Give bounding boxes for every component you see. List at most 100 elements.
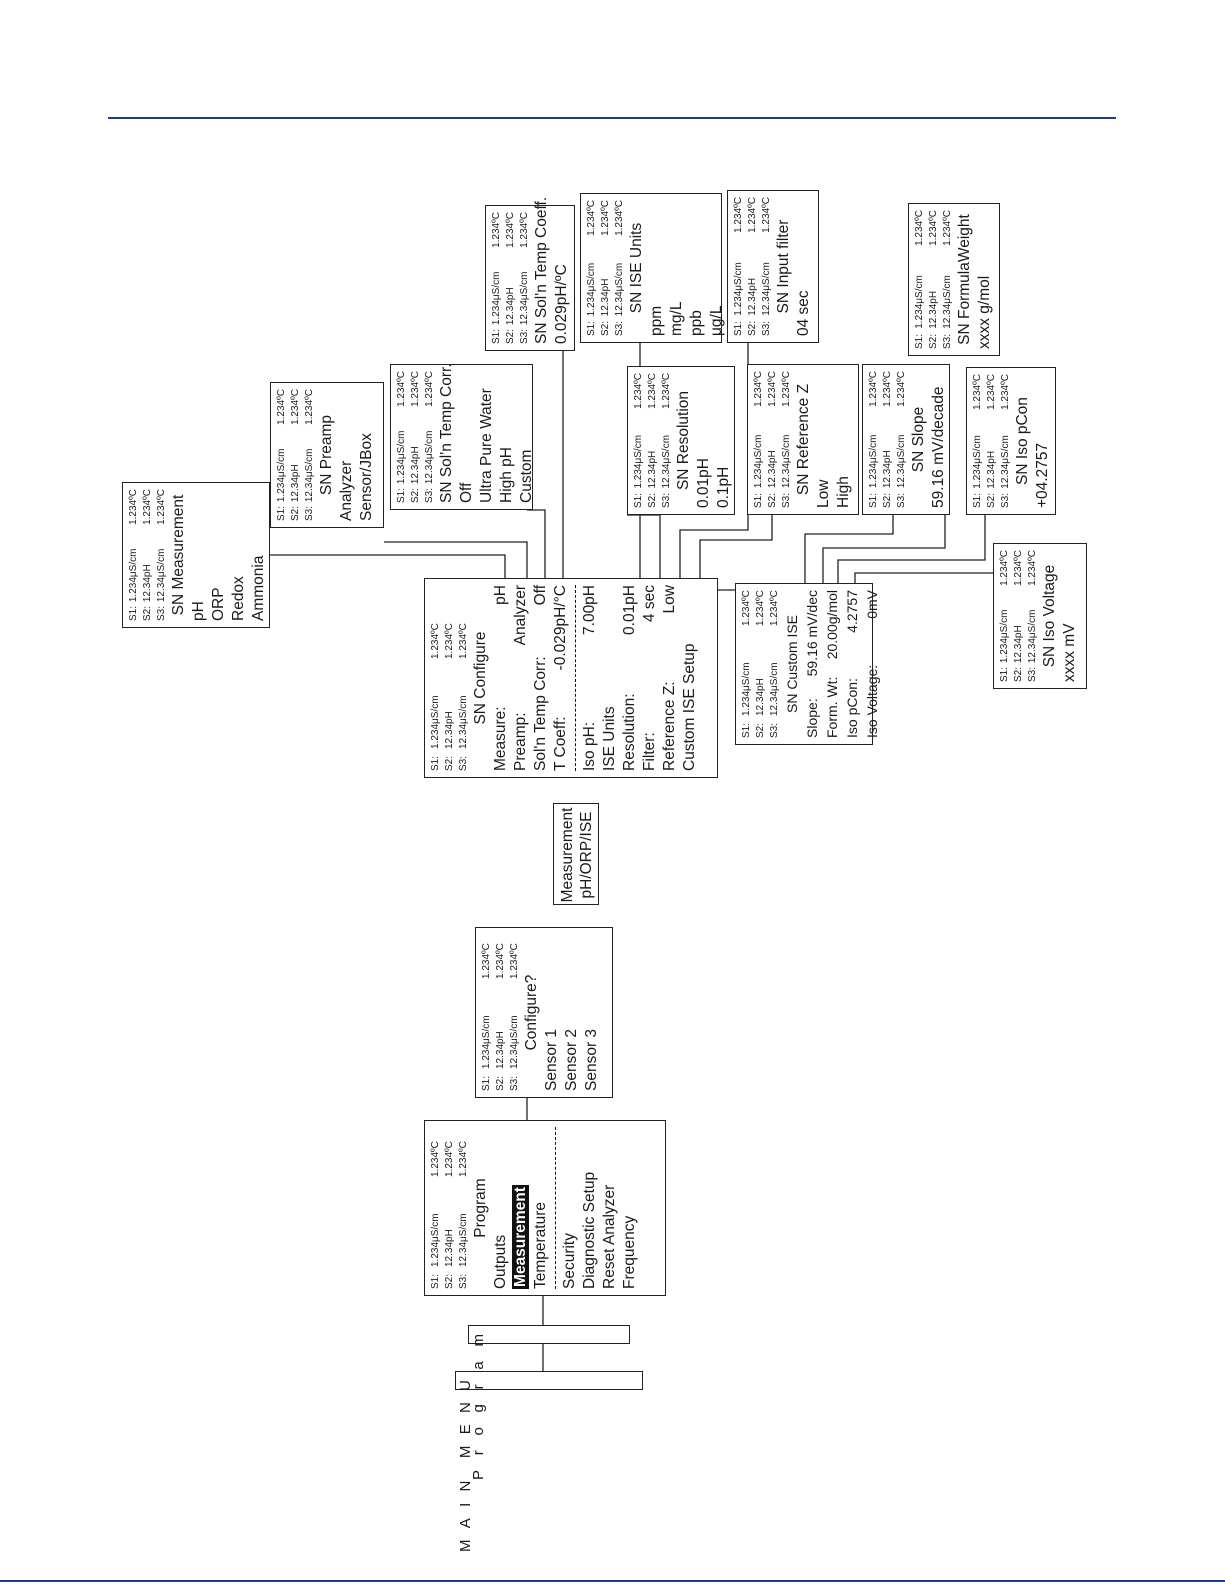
- divider: [555, 1127, 556, 1289]
- screen-title: SN Iso pCon: [1014, 397, 1031, 485]
- menu-item-reset-analyzer[interactable]: Reset Analyzer: [601, 1184, 618, 1289]
- menu-item-temperature[interactable]: Temperature: [532, 1201, 549, 1289]
- value-iso-pcon[interactable]: +04.2757: [1034, 442, 1051, 508]
- value-formula-weight[interactable]: xxxx g/mol: [976, 275, 993, 349]
- option-ph[interactable]: pH: [190, 601, 207, 621]
- screen-title: SN Configure: [472, 631, 489, 725]
- setting-ise-units[interactable]: ISE Units: [601, 706, 618, 771]
- option-redox[interactable]: Redox: [230, 576, 247, 621]
- setting-soln-temp-corr[interactable]: Sol'n Temp Corr:Off: [532, 585, 549, 771]
- menu-item-diagnostic-setup[interactable]: Diagnostic Setup: [581, 1171, 598, 1289]
- option-0-01ph[interactable]: 0.01pH: [695, 458, 712, 508]
- screen-title: Configure?: [523, 974, 540, 1051]
- menu-item-sensor-2[interactable]: Sensor 2: [563, 1028, 580, 1091]
- option-custom[interactable]: Custom: [518, 449, 535, 503]
- screen-title: SN FormulaWeight: [956, 214, 973, 345]
- menu-item-sensor-1[interactable]: Sensor 1: [543, 1028, 560, 1091]
- program-letter: P: [470, 1469, 487, 1480]
- program-tab-label[interactable]: P r o g r a m: [468, 1325, 630, 1480]
- setting-t-coeff[interactable]: T Coeff:-0.029pH/°C: [552, 585, 569, 771]
- value-input-filter[interactable]: 04 sec: [795, 290, 812, 336]
- screen-title: Program: [472, 1178, 489, 1238]
- menu-item-sensor-3[interactable]: Sensor 3: [583, 1028, 600, 1091]
- option-low[interactable]: Low: [815, 479, 832, 508]
- measurement-ph-orp-ise-label[interactable]: Measurement pH/ORP/ISE: [553, 803, 599, 905]
- option-ppb[interactable]: ppb: [688, 310, 705, 336]
- screen-title: SN Input filter: [775, 219, 792, 314]
- setting-filter[interactable]: Filter:4 sec: [641, 585, 658, 771]
- screen-title: SN ISE Units: [628, 222, 645, 314]
- screen-title: SN Reference Z: [795, 383, 812, 496]
- program-letter: r: [470, 1384, 487, 1390]
- option-high[interactable]: High: [835, 476, 852, 508]
- setting-iso-pcon[interactable]: Iso pCon:4.2757: [844, 590, 860, 738]
- option-mg-l[interactable]: mg/L: [668, 301, 685, 336]
- option-off[interactable]: Off: [458, 482, 475, 503]
- screen-title: SN Slope: [910, 406, 927, 473]
- option-ppm[interactable]: ppm: [648, 305, 665, 336]
- label-line: pH/ORP/ISE: [578, 811, 595, 899]
- option-ug-l[interactable]: μg/L: [708, 305, 725, 336]
- option-sensor-jbox[interactable]: Sensor/JBox: [358, 433, 375, 521]
- setting-custom-ise-setup[interactable]: Custom ISE Setup: [681, 643, 698, 771]
- setting-form-wt[interactable]: Form. Wt:20.00g/mol: [824, 590, 840, 738]
- main-menu-letter: A: [457, 1518, 474, 1529]
- setting-iso-voltage[interactable]: Iso Voltage:0mV: [864, 590, 880, 738]
- menu-item-outputs[interactable]: Outputs: [492, 1234, 509, 1289]
- value-iso-voltage[interactable]: xxxx mV: [1061, 623, 1078, 682]
- menu-item-security[interactable]: Security: [561, 1233, 578, 1289]
- option-ammonia[interactable]: Ammonia: [250, 555, 267, 621]
- setting-slope[interactable]: Slope:59.16 mV/dec: [804, 590, 820, 738]
- setting-preamp[interactable]: Preamp:Analyzer: [512, 585, 529, 771]
- value-slope[interactable]: 59.16 mV/decade: [930, 386, 947, 508]
- menu-item-frequency[interactable]: Frequency: [621, 1215, 638, 1289]
- setting-resolution[interactable]: Resolution:0.01pH: [621, 585, 638, 771]
- setting-iso-ph[interactable]: Iso pH:7.00pH: [581, 585, 598, 771]
- program-letter: o: [470, 1427, 487, 1436]
- setting-measure[interactable]: Measure:pH: [492, 585, 509, 771]
- menu-item-measurement-selected[interactable]: Measurement: [512, 1185, 529, 1289]
- option-high-ph[interactable]: High pH: [498, 447, 515, 503]
- program-letter: g: [470, 1404, 487, 1413]
- option-ultra-pure-water[interactable]: Ultra Pure Water: [478, 388, 495, 503]
- option-orp[interactable]: ORP: [210, 587, 227, 621]
- setting-reference-z[interactable]: Reference Z:Low: [661, 585, 678, 771]
- main-menu-label[interactable]: M A I N M E N U: [455, 1371, 643, 1552]
- option-analyzer[interactable]: Analyzer: [338, 460, 355, 521]
- screen-title: SN Iso Voltage: [1041, 564, 1058, 668]
- value-temp-coeff[interactable]: 0.029pH/ºC: [553, 264, 570, 344]
- main-menu-letter: I: [457, 1502, 474, 1507]
- option-0-1ph[interactable]: 0.1pH: [715, 466, 732, 508]
